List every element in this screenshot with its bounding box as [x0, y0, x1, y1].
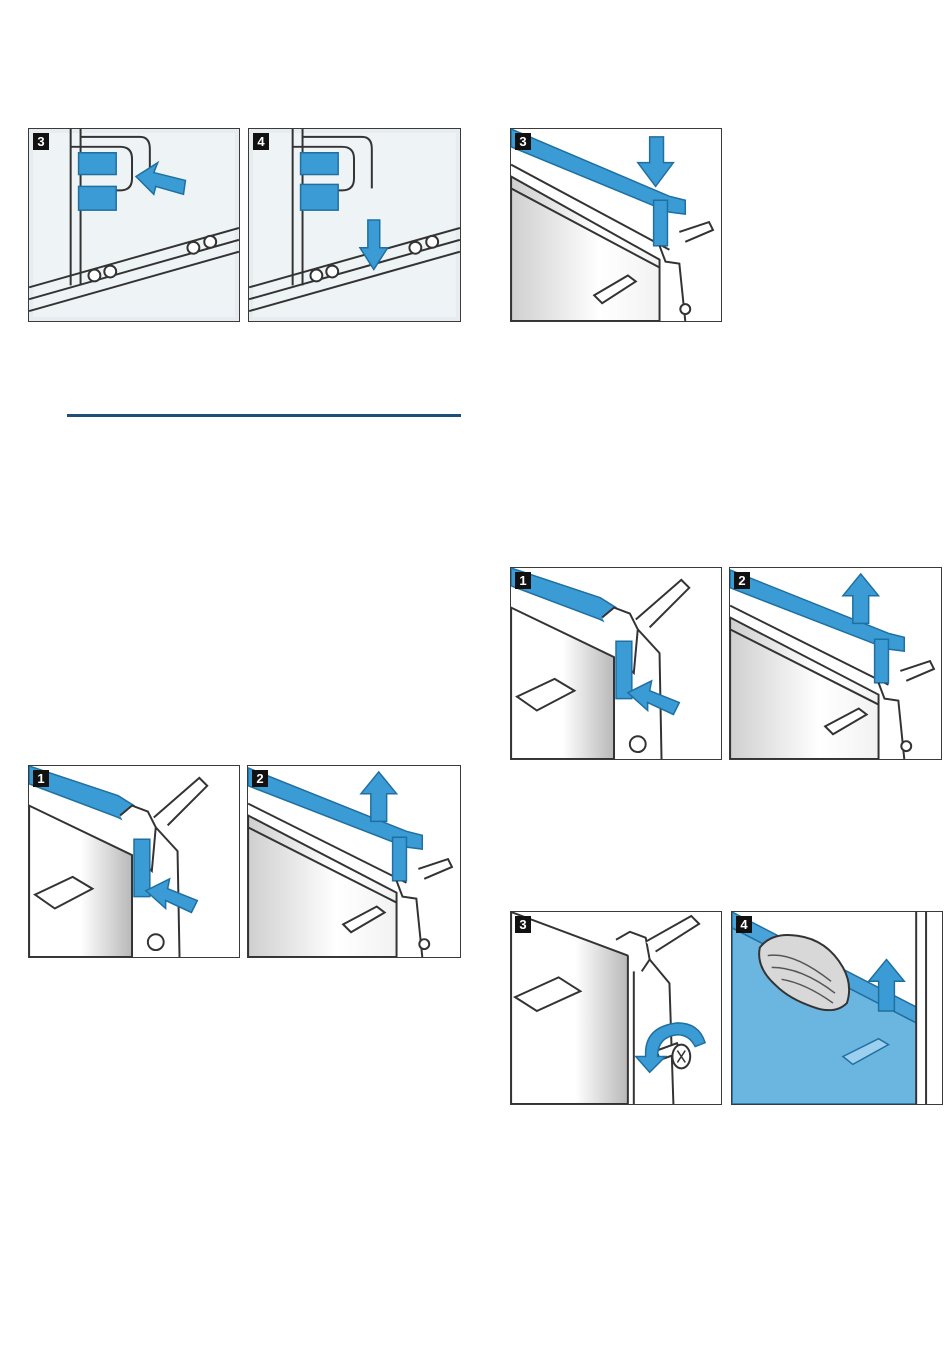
arrow-icon — [628, 681, 679, 715]
figure-trim-latch-step-1-right: 1 — [510, 567, 722, 760]
figure-rack-step-3: 3 — [28, 128, 240, 322]
step-number-badge: 3 — [515, 916, 531, 933]
figure-rack-step-4: 4 — [248, 128, 461, 322]
figure-screw-step-3: 3 — [510, 911, 722, 1105]
step-number-badge: 3 — [515, 133, 531, 150]
trim-illustration — [511, 129, 721, 321]
figure-trim-latch-step-1: 1 — [28, 765, 240, 958]
rack-illustration — [29, 129, 239, 321]
figure-trim-step-3: 3 — [510, 128, 722, 322]
rack-illustration — [249, 129, 460, 321]
figure-glass-step-4: 4 — [731, 911, 943, 1105]
glass-illustration — [732, 912, 942, 1104]
arrow-icon — [843, 574, 879, 623]
step-number-badge: 1 — [515, 572, 531, 589]
step-number-badge: 1 — [33, 770, 49, 787]
step-number-badge: 2 — [252, 770, 268, 787]
step-number-badge: 4 — [736, 916, 752, 933]
section-divider — [67, 414, 461, 417]
figure-trim-lift-step-2-right: 2 — [729, 567, 942, 760]
arrow-icon — [638, 137, 674, 186]
arrow-icon — [146, 879, 197, 913]
step-number-badge: 4 — [253, 133, 269, 150]
trim-latch-illustration — [511, 568, 721, 759]
screw-illustration — [511, 912, 721, 1104]
step-number-badge: 3 — [33, 133, 49, 150]
arrow-icon — [361, 772, 397, 821]
trim-latch-illustration — [29, 766, 239, 957]
trim-lift-illustration — [248, 766, 460, 957]
step-number-badge: 2 — [734, 572, 750, 589]
trim-lift-illustration — [730, 568, 941, 759]
figure-trim-lift-step-2: 2 — [247, 765, 461, 958]
